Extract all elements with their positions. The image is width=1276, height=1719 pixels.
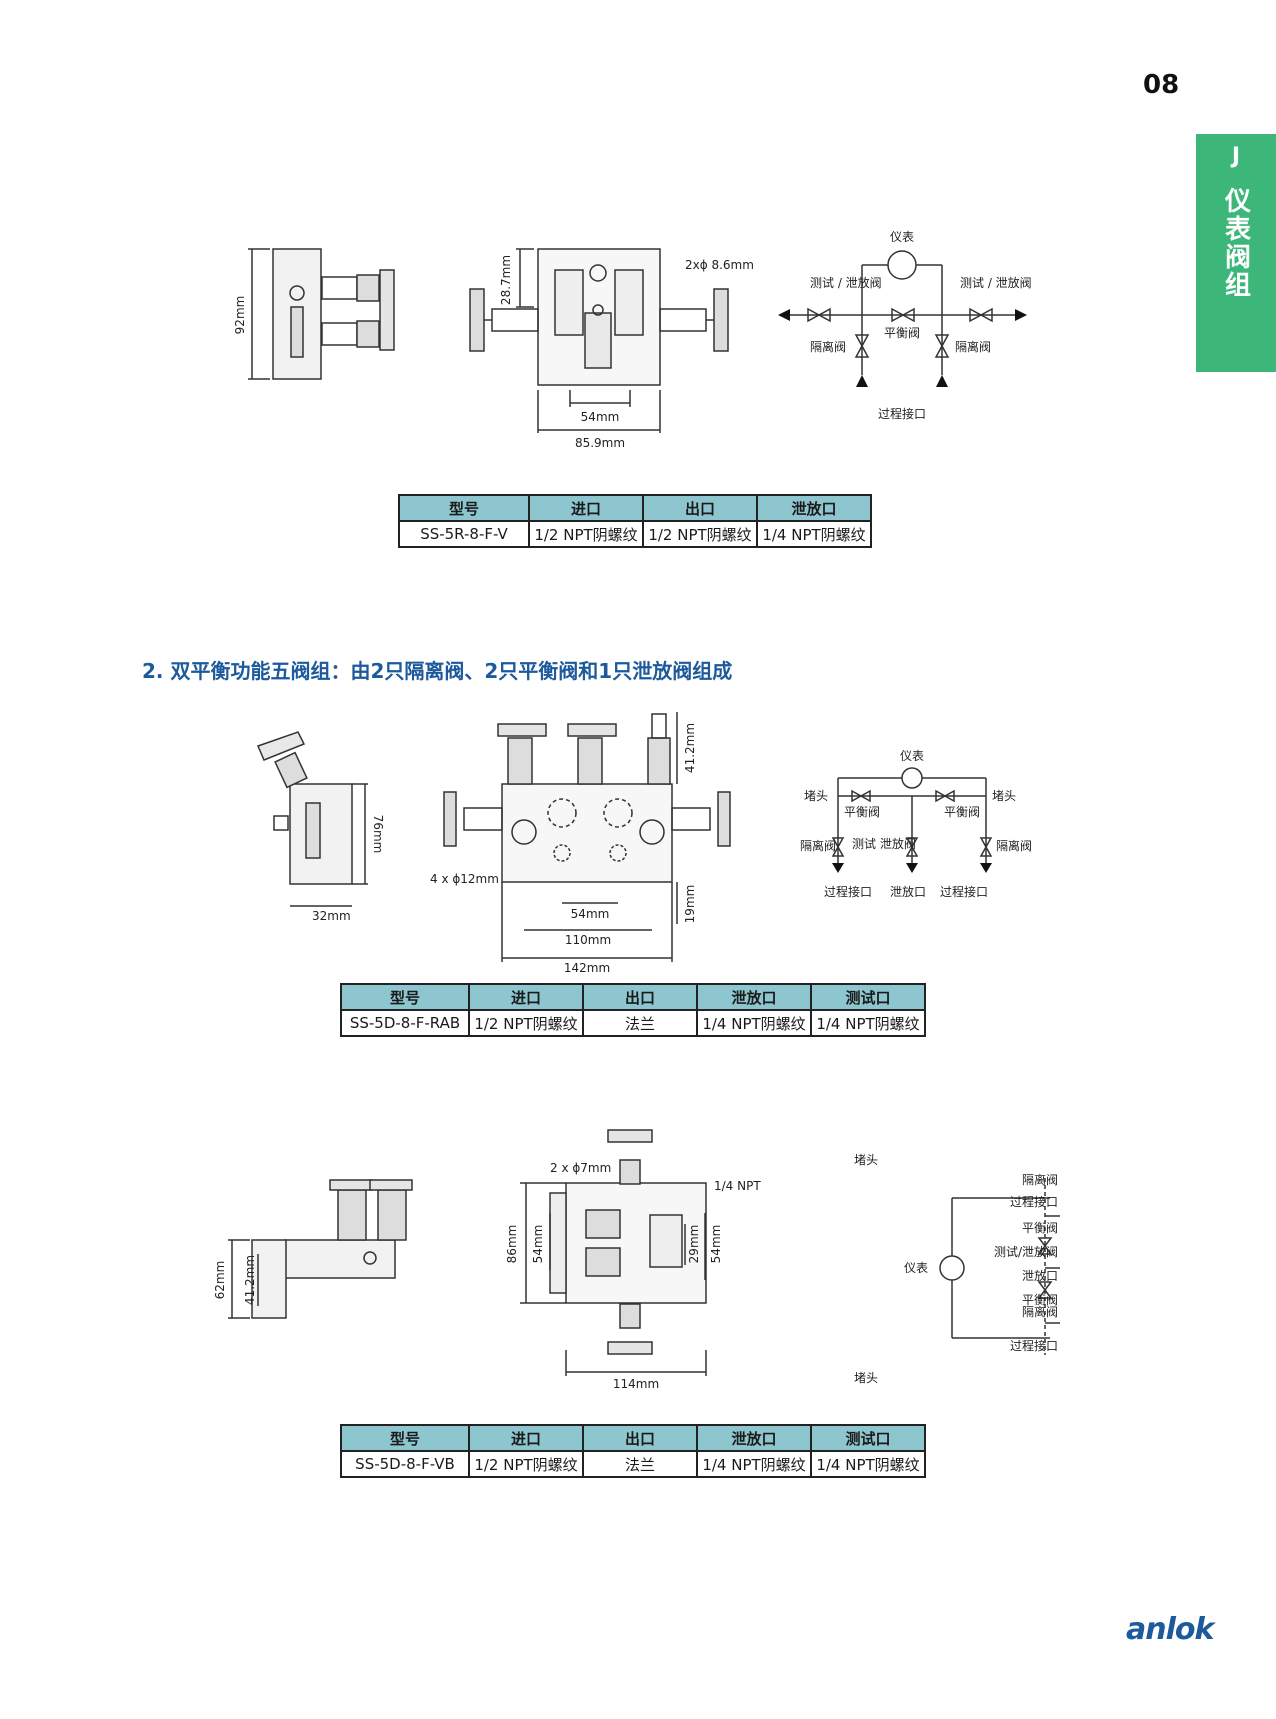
dim-height: 92mm [233, 296, 247, 335]
col-header: 泄放口 [696, 1424, 812, 1452]
label-instrument: 仪表 [900, 749, 924, 763]
table-cell: 1/4 NPT阴螺纹 [756, 520, 872, 548]
label-plug-left: 堵头 [804, 789, 828, 803]
table-cell: 1/4 NPT阴螺纹 [810, 1009, 926, 1037]
label-plug-right: 堵头 [992, 789, 1016, 803]
col-header: 出口 [582, 1424, 698, 1452]
dim-inner: 54mm [581, 410, 620, 424]
label-test-left: 测试 / 泄放阀 [810, 275, 882, 290]
table-cell: 1/2 NPT阴螺纹 [528, 520, 644, 548]
page-number: 08 [1143, 70, 1180, 100]
dim-mid: 110mm [565, 933, 611, 947]
label-process-left: 过程接口 [824, 884, 872, 899]
dim-width: 85.9mm [575, 436, 625, 450]
table-cell: 1/2 NPT阴螺纹 [468, 1009, 584, 1037]
col-header: 进口 [468, 1424, 584, 1452]
col-header: 出口 [642, 494, 758, 522]
dim-h86: 86mm [505, 1225, 519, 1264]
spec-table-2: 型号 进口 出口 泄放口 测试口 SS-5D-8-F-RAB 1/2 NPT阴螺… [340, 983, 926, 1037]
table-cell: 1/4 NPT阴螺纹 [696, 1009, 812, 1037]
table-cell: SS-5D-8-F-VB [340, 1450, 470, 1478]
dim-holes: 2 x ϕ7mm [550, 1161, 611, 1175]
label-instrument: 仪表 [890, 230, 914, 244]
label-balance-right: 平衡阀 [944, 805, 980, 819]
table-cell: 1/4 NPT阴螺纹 [810, 1450, 926, 1478]
label-isolation-right: 隔离阀 [955, 339, 991, 354]
dim-h62: 62mm [213, 1261, 227, 1300]
table-header-row: 型号 进口 出口 泄放口 测试口 [340, 983, 926, 1011]
label-test-right: 测试 / 泄放阀 [960, 275, 1032, 290]
dim-h41: 41.2mm [243, 1255, 257, 1305]
dim-top: 41.2mm [683, 723, 697, 773]
table-row: SS-5D-8-F-RAB 1/2 NPT阴螺纹 法兰 1/4 NPT阴螺纹 1… [340, 1009, 926, 1037]
table-cell: SS-5R-8-F-V [398, 520, 530, 548]
col-header: 测试口 [810, 1424, 926, 1452]
dim-width: 142mm [564, 961, 610, 973]
dim-h29: 29mm [687, 1225, 701, 1264]
label-balance-bottom: 平衡阀 [1022, 1293, 1058, 1307]
label-test: 测试/泄放阀 [994, 1244, 1058, 1259]
label-vent: 泄放口 [890, 884, 926, 899]
chapter-title: 仪表阀组 [1220, 187, 1251, 299]
chapter-tab: J 仪表阀组 [1196, 134, 1276, 372]
dim-holes: 2xϕ 8.6mm [685, 258, 754, 272]
label-plug-top: 堵头 [854, 1153, 878, 1167]
spec-table-3: 型号 进口 出口 泄放口 测试口 SS-5D-8-F-VB 1/2 NPT阴螺纹… [340, 1424, 926, 1478]
label-process: 过程接口 [878, 406, 926, 421]
label-process-top: 过程接口 [1010, 1194, 1058, 1209]
dim-h54a: 54mm [531, 1225, 545, 1264]
table-cell: 1/2 NPT阴螺纹 [642, 520, 758, 548]
dim-bottom: 19mm [683, 885, 697, 924]
col-header: 进口 [468, 983, 584, 1011]
table-cell: 1/2 NPT阴螺纹 [468, 1450, 584, 1478]
label-balance-left: 平衡阀 [844, 805, 880, 819]
section-title: 2. 双平衡功能五阀组：由2只隔离阀、2只平衡阀和1只泄放阀组成 [142, 659, 733, 683]
label-isolation-right: 隔离阀 [996, 838, 1032, 853]
col-header: 型号 [340, 983, 470, 1011]
table-header-row: 型号 进口 出口 泄放口 [398, 494, 872, 522]
dim-h54b: 54mm [709, 1225, 723, 1264]
label-isolation-top: 隔离阀 [1022, 1172, 1058, 1187]
brand-logo: anlok [1126, 1612, 1214, 1647]
drawing-3: 62mm 41.2mm 2 x ϕ7mm 1/4 NPT 86mm 54mm 2… [210, 1120, 1060, 1390]
label-isolation-bottom: 隔离阀 [1022, 1304, 1058, 1319]
dim-npt: 1/4 NPT [714, 1179, 761, 1193]
col-header: 出口 [582, 983, 698, 1011]
label-isolation-left: 隔离阀 [810, 339, 846, 354]
table-row: SS-5D-8-F-VB 1/2 NPT阴螺纹 法兰 1/4 NPT阴螺纹 1/… [340, 1450, 926, 1478]
dim-height: 76mm [371, 815, 385, 854]
label-isolation-left: 隔离阀 [800, 838, 836, 853]
drawing-2: 76mm 32mm 41.2mm 4 x ϕ12mm 54mm 110mm 14… [240, 708, 1060, 973]
col-header: 型号 [398, 494, 530, 522]
dim-port-spacing: 28.7mm [499, 255, 513, 305]
label-balance-top: 平衡阀 [1022, 1221, 1058, 1235]
table-cell: 法兰 [582, 1009, 698, 1037]
table-cell: SS-5D-8-F-RAB [340, 1009, 470, 1037]
col-header: 测试口 [810, 983, 926, 1011]
table-cell: 1/4 NPT阴螺纹 [696, 1450, 812, 1478]
dim-depth: 32mm [312, 909, 351, 923]
dim-inner: 54mm [571, 907, 610, 921]
dim-holes: 4 x ϕ12mm [430, 872, 499, 886]
table-row: SS-5R-8-F-V 1/2 NPT阴螺纹 1/2 NPT阴螺纹 1/4 NP… [398, 520, 872, 548]
label-test: 测试 泄放阀 [852, 836, 916, 851]
col-header: 泄放口 [756, 494, 872, 522]
col-header: 进口 [528, 494, 644, 522]
chapter-letter: J [1231, 144, 1241, 169]
col-header: 型号 [340, 1424, 470, 1452]
spec-table-1: 型号 进口 出口 泄放口 SS-5R-8-F-V 1/2 NPT阴螺纹 1/2 … [398, 494, 872, 548]
drawing-1: 92mm 28.7mm 2xϕ 8.6mm 54mm 85.9mm 仪表 测试 … [230, 225, 1050, 455]
dim-width: 114mm [613, 1377, 659, 1390]
col-header: 泄放口 [696, 983, 812, 1011]
table-cell: 法兰 [582, 1450, 698, 1478]
label-process-bottom: 过程接口 [1010, 1338, 1058, 1353]
label-instrument: 仪表 [904, 1261, 928, 1275]
label-vent: 泄放口 [1022, 1268, 1058, 1283]
label-process-right: 过程接口 [940, 884, 988, 899]
label-plug-bottom: 堵头 [854, 1371, 878, 1385]
table-header-row: 型号 进口 出口 泄放口 测试口 [340, 1424, 926, 1452]
label-balance: 平衡阀 [884, 326, 920, 340]
